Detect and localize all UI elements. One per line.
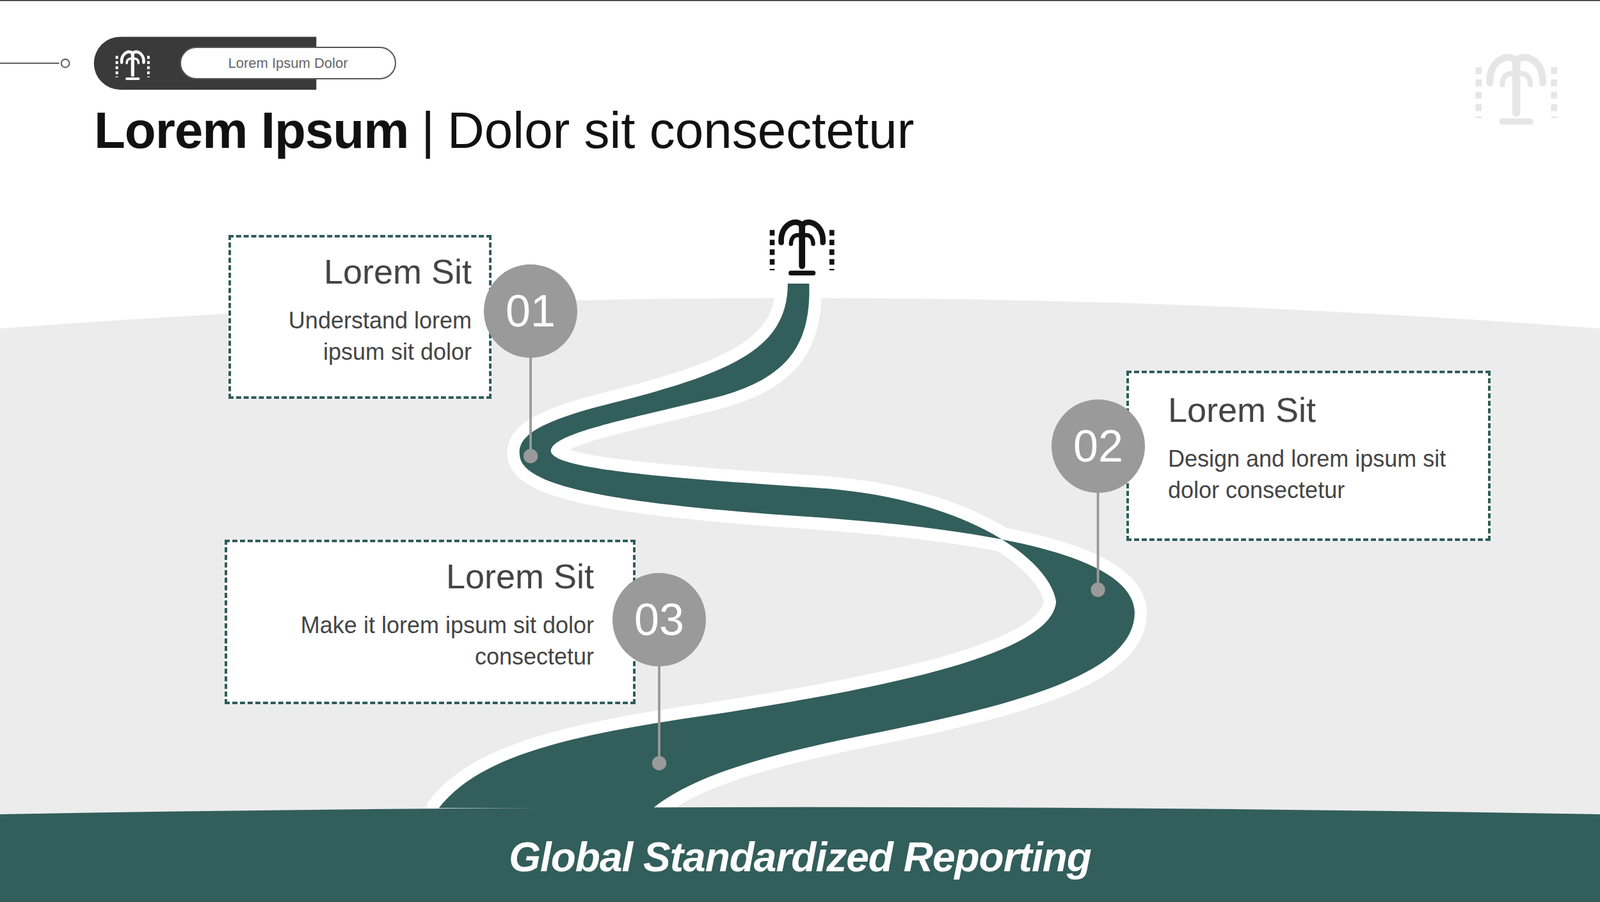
- title-row: Lorem Ipsum|Dolor sit consectetur: [94, 102, 914, 159]
- step-box: Lorem SitMake it lorem ipsum sit dolor c…: [224, 539, 636, 704]
- header-pill: Lorem Ipsum Dolor: [179, 46, 397, 80]
- step-heading: Lorem Sit: [242, 556, 594, 596]
- step-description: Make it lorem ipsum sit dolor consectetu…: [242, 609, 594, 673]
- callout-number: 02: [1073, 423, 1124, 469]
- step-box: Lorem SitDesign and lorem ipsum sit dolo…: [1126, 370, 1491, 541]
- footer-band: Global Standardized Reporting: [0, 811, 1600, 902]
- step-description: Design and lorem ipsum sit dolor consect…: [1168, 443, 1478, 507]
- band-caption: Global Standardized Reporting: [508, 833, 1092, 881]
- title-divider: |: [421, 102, 435, 159]
- step-number-circle: 01: [483, 264, 578, 358]
- callout-number: 03: [634, 597, 685, 642]
- pill-label: Lorem Ipsum Dolor: [227, 55, 348, 72]
- step-number-circle: 03: [612, 572, 706, 667]
- step-description: Understand lorem ipsum sit dolor: [254, 305, 472, 368]
- step-heading: Lorem Sit: [1168, 389, 1478, 430]
- subtitle: Dolor sit consectetur: [447, 102, 914, 159]
- step-number-circle: 02: [1051, 399, 1145, 493]
- callout-number: 01: [505, 288, 556, 334]
- step-box: Lorem SitUnderstand lorem ipsum sit dolo…: [228, 234, 492, 399]
- title: Lorem Ipsum: [94, 102, 409, 159]
- step-heading: Lorem Sit: [250, 251, 472, 292]
